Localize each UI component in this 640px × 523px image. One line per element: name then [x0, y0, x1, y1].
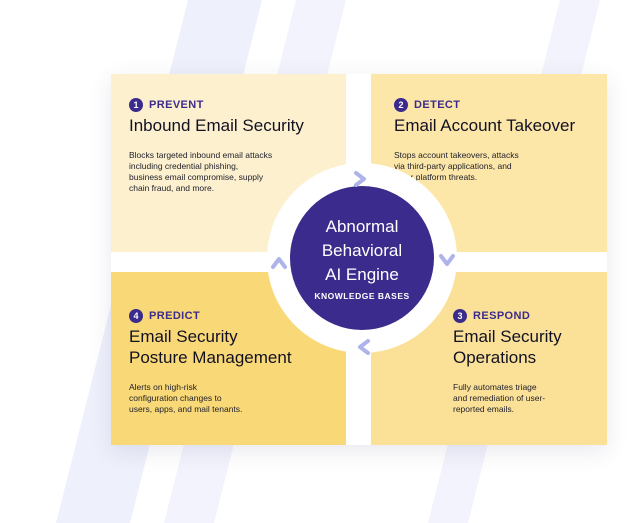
arrow-chevron-icon: [271, 257, 287, 269]
step-detect: 2 DETECT Email Account Takeover Stops ac…: [394, 98, 604, 183]
step-description: Stops account takeovers, attacks via thi…: [394, 150, 604, 183]
step-description-line: other platform threats.: [394, 172, 478, 182]
engine-circle: [290, 186, 434, 330]
engine-title-line: AI Engine: [325, 265, 399, 284]
step-respond: 3 RESPOND Email Security Operations Full…: [453, 309, 603, 415]
step-number-badge: 3: [453, 309, 467, 323]
step-title: Email Account Takeover: [394, 115, 604, 136]
step-description-line: Stops account takeovers, attacks: [394, 150, 519, 160]
step-title-line: Inbound Email Security: [129, 116, 304, 135]
step-number-badge: 2: [394, 98, 408, 112]
step-description-line: chain fraud, and more.: [129, 183, 215, 193]
step-title-line: Email Account Takeover: [394, 116, 576, 135]
step-description: Alerts on high-risk configuration change…: [129, 382, 339, 415]
step-title: Email Security Operations: [453, 326, 603, 368]
step-description-line: business email compromise, supply: [129, 172, 264, 182]
step-predict: 4 PREDICT Email Security Posture Managem…: [129, 309, 339, 415]
arrow-chevron-icon: [439, 254, 455, 266]
step-description: Blocks targeted inbound email attacks in…: [129, 150, 334, 194]
step-number-badge: 4: [129, 309, 143, 323]
step-title-line: Email Security: [129, 327, 238, 346]
step-description-line: Fully automates triage: [453, 382, 537, 392]
arrow-chevron-icon: [354, 171, 366, 187]
step-title-line: Posture Management: [129, 348, 292, 367]
engine-label: Abnormal Behavioral AI Engine KNOWLEDGE …: [290, 186, 434, 330]
step-description-line: and remediation of user-: [453, 393, 546, 403]
step-label: RESPOND: [473, 310, 531, 322]
engine-title-line: Abnormal: [325, 217, 399, 236]
step-header: 2 DETECT: [394, 98, 604, 112]
step-label: PREVENT: [149, 99, 204, 111]
step-description-line: reported emails.: [453, 404, 514, 414]
step-description-line: users, apps, and mail tenants.: [129, 404, 243, 414]
step-description-line: configuration changes to: [129, 393, 222, 403]
step-label: PREDICT: [149, 310, 201, 322]
step-title-line: Email Security: [453, 327, 562, 346]
step-description-line: via third-party applications, and: [394, 161, 512, 171]
step-description-line: Alerts on high-risk: [129, 382, 198, 392]
engine-subtitle: KNOWLEDGE BASES: [314, 291, 410, 301]
step-title: Inbound Email Security: [129, 115, 334, 136]
step-title: Email Security Posture Management: [129, 326, 339, 368]
step-number-badge: 1: [129, 98, 143, 112]
step-prevent: 1 PREVENT Inbound Email Security Blocks …: [129, 98, 334, 194]
step-label: DETECT: [414, 99, 461, 111]
step-header: 4 PREDICT: [129, 309, 339, 323]
step-header: 3 RESPOND: [453, 309, 603, 323]
step-description: Fully automates triage and remediation o…: [453, 382, 603, 415]
step-description-line: Blocks targeted inbound email attacks: [129, 150, 273, 160]
engine-title-line: Behavioral: [321, 241, 403, 260]
step-header: 1 PREVENT: [129, 98, 334, 112]
arrow-chevron-icon: [358, 339, 370, 355]
step-description-line: including credential phishing,: [129, 161, 239, 171]
step-title-line: Operations: [453, 348, 537, 367]
